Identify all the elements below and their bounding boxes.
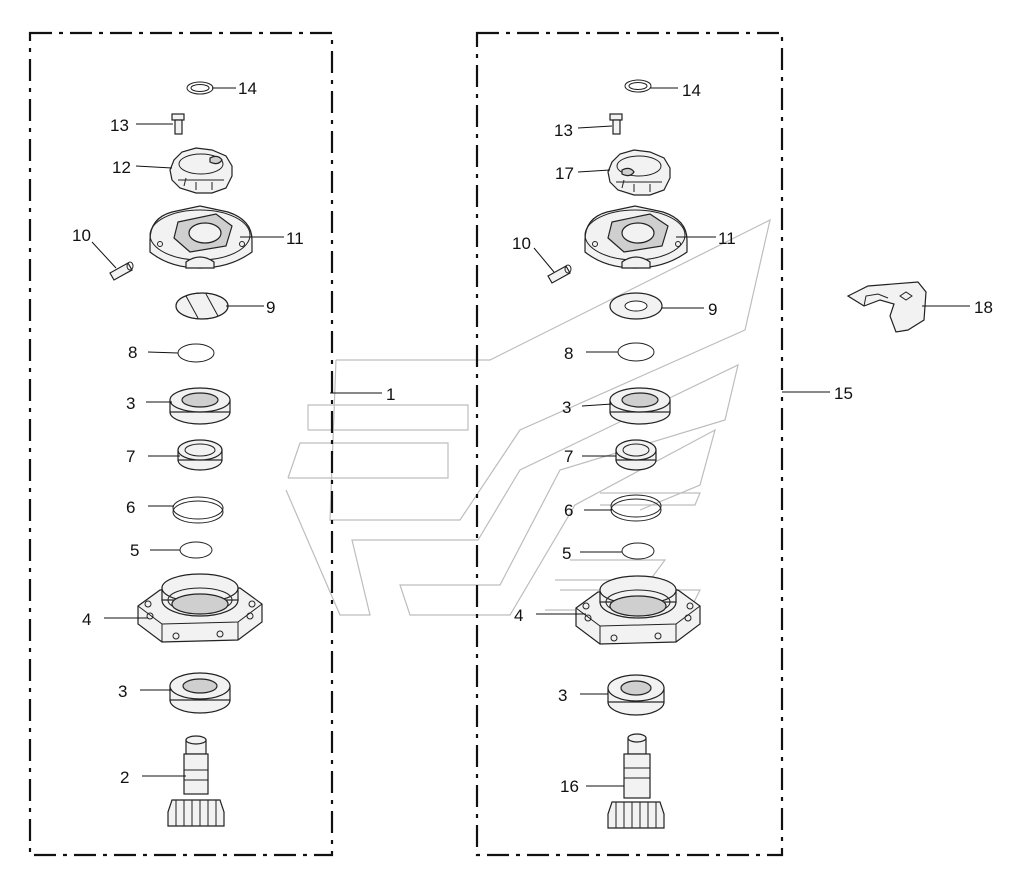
- bearing-icon: [169, 387, 231, 425]
- wrench-icon: [846, 281, 927, 333]
- retaining-ring-icon: [624, 79, 652, 93]
- housing-icon: [149, 205, 253, 269]
- callout-13: 13: [110, 116, 129, 135]
- washer-icon: [609, 292, 663, 320]
- callout-8: 8: [128, 343, 137, 362]
- callout-9: 9: [708, 300, 717, 319]
- o-ring-icon: [179, 541, 213, 559]
- pin-icon: [547, 264, 572, 284]
- bolt-icon: [171, 113, 185, 135]
- callout-2: 2: [120, 768, 129, 787]
- callout-3: 3: [558, 686, 567, 705]
- callout-4: 4: [82, 610, 91, 629]
- nut-icon: [607, 149, 671, 196]
- callout-17: 17: [555, 164, 574, 183]
- seal-icon: [177, 439, 223, 471]
- o-ring-icon: [617, 342, 655, 362]
- callout-4: 4: [514, 606, 523, 625]
- pinion-shaft-icon: [167, 735, 225, 827]
- callout-8: 8: [564, 344, 573, 363]
- callout-7: 7: [126, 447, 135, 466]
- callout-12: 12: [112, 158, 131, 177]
- bearing-icon: [609, 387, 671, 425]
- callout-5: 5: [562, 544, 571, 563]
- callout-18: 18: [974, 298, 993, 317]
- retaining-ring-icon: [186, 81, 214, 95]
- callout-3: 3: [118, 682, 127, 701]
- callout-15: 15: [834, 384, 853, 403]
- callout-7: 7: [564, 447, 573, 466]
- callout-5: 5: [130, 541, 139, 560]
- seal-icon: [610, 494, 662, 522]
- nut-icon: [169, 147, 233, 194]
- o-ring-icon: [177, 343, 215, 363]
- callout-6: 6: [126, 498, 135, 517]
- pinion-shaft-icon: [607, 733, 665, 829]
- callout-10: 10: [512, 234, 531, 253]
- callout-3: 3: [126, 394, 135, 413]
- washer-icon: [175, 292, 229, 320]
- seal-icon: [172, 496, 224, 524]
- bearing-icon: [607, 674, 665, 716]
- callout-10: 10: [72, 226, 91, 245]
- bolt-icon: [609, 113, 623, 135]
- callout-11: 11: [718, 229, 736, 248]
- callouts-right: 14 13 17 10 11 9 8 3 7 6 5 4 3 16 15 18: [512, 81, 993, 796]
- seal-icon: [615, 439, 657, 471]
- callout-14: 14: [682, 81, 701, 100]
- callout-14: 14: [238, 79, 257, 98]
- watermark-logo: [285, 218, 771, 616]
- callout-1: 1: [386, 385, 395, 404]
- assembly-frame-right: [475, 31, 784, 857]
- flange-icon: [137, 573, 263, 643]
- pin-icon: [109, 261, 134, 281]
- callout-13: 13: [554, 121, 573, 140]
- callout-9: 9: [266, 298, 275, 317]
- assembly-frame-left: [28, 31, 334, 857]
- housing-icon: [584, 205, 688, 269]
- bearing-icon: [169, 672, 231, 714]
- callout-3: 3: [562, 398, 571, 417]
- callout-11: 11: [286, 229, 304, 248]
- callout-16: 16: [560, 777, 579, 796]
- callouts-left: 14 13 12 10 11 9 8 3 7 6 5 4 3 2 1: [72, 79, 395, 787]
- callout-6: 6: [564, 501, 573, 520]
- flange-icon: [575, 575, 701, 645]
- o-ring-icon: [621, 542, 655, 560]
